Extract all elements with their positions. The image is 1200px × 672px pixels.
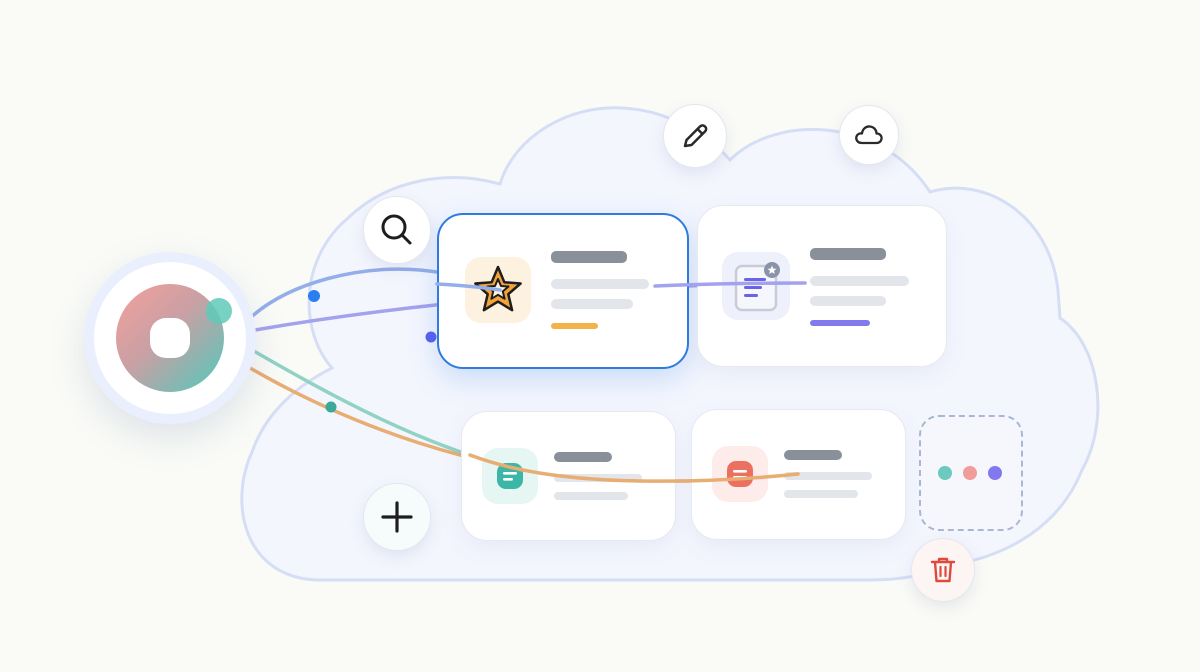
cloud-icon — [855, 125, 883, 145]
card-accent-bar — [551, 323, 598, 329]
card-icon-tile — [712, 446, 768, 502]
card-title-placeholder — [554, 452, 612, 462]
more-dot-teal — [938, 466, 952, 480]
search-icon — [381, 214, 412, 245]
card-line-placeholder — [551, 279, 649, 289]
plus-icon — [381, 501, 413, 533]
search-button[interactable] — [363, 196, 431, 264]
node-dot-blue — [308, 290, 320, 302]
card-title-placeholder — [551, 251, 627, 263]
edit-button[interactable] — [663, 104, 727, 168]
add-more-slot[interactable] — [919, 415, 1023, 531]
card-favorite[interactable] — [437, 213, 689, 369]
card-accent-bar — [810, 320, 870, 326]
card-title-placeholder — [784, 450, 842, 460]
card-line-placeholder — [784, 490, 858, 498]
cloud-button[interactable] — [839, 105, 899, 165]
delete-button[interactable] — [911, 538, 975, 602]
more-dot-purple — [988, 466, 1002, 480]
card-teal-note[interactable] — [461, 411, 676, 541]
trash-icon — [930, 557, 956, 583]
card-icon-tile — [465, 257, 531, 323]
card-icon-tile — [482, 448, 538, 504]
node-dot-purple — [425, 331, 437, 343]
card-line-placeholder — [551, 299, 633, 309]
card-title-placeholder — [810, 248, 886, 260]
card-coral-note[interactable] — [691, 409, 906, 540]
document-star-icon — [734, 262, 780, 312]
add-button[interactable] — [363, 483, 431, 551]
card-line-placeholder — [784, 472, 872, 480]
card-line-placeholder — [554, 492, 628, 500]
hub-node[interactable] — [94, 262, 246, 414]
pencil-icon — [683, 124, 708, 148]
card-document[interactable] — [697, 205, 947, 367]
teal-note-icon — [497, 463, 523, 489]
card-line-placeholder — [810, 296, 886, 306]
card-line-placeholder — [554, 474, 642, 482]
card-icon-tile — [722, 252, 790, 320]
more-dot-pink — [963, 466, 977, 480]
card-line-placeholder — [810, 276, 909, 286]
coral-note-icon — [727, 461, 753, 487]
node-dot-teal — [325, 401, 337, 413]
star-icon — [474, 265, 522, 312]
